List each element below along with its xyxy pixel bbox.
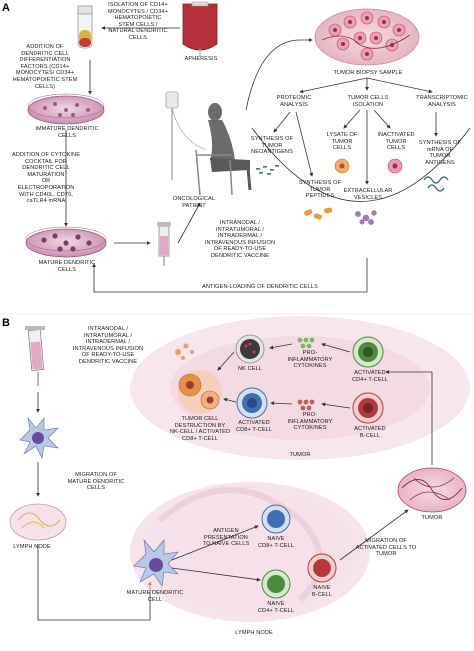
arrow-to-proteomic (299, 77, 368, 94)
migration-activated-label: MIGRATION OF ACTIVATED CELLS TO TUMOR (355, 538, 417, 558)
naive-b-label: NAIVE B-CELL (311, 585, 333, 598)
antigen-presentation-label: ANTIGEN PRESENTATION TO NAIVE CELLS (202, 528, 250, 548)
vesicles-icon (355, 210, 377, 225)
mature-dc-bottom-icon (133, 538, 179, 587)
arrow-antigen-loading (92, 258, 368, 293)
synth-peptides-label: SYNTHESIS OF TUMOR PEPTIDES (298, 180, 342, 200)
arrow-to-peptides (295, 111, 314, 177)
arrow-patient-to-biopsy (245, 38, 313, 111)
vesicles-label: EXTRACELLULAR VESICLES (343, 188, 393, 201)
infusion-a-label: INTRANODAL / INTRATUMORAL / INTRADERMAL … (204, 220, 276, 259)
lysate-icon (334, 158, 350, 174)
analysis-arc (251, 127, 471, 202)
cd4-activated-label: ACTIVATED CD4+ T-CELL (352, 370, 388, 383)
destruction-label: TUMOR CELL DESTRUCTION BY NK-CELL / ACTI… (169, 416, 231, 442)
petri-dish-immature-icon (27, 93, 105, 125)
arrow-syringe-to-patient (177, 202, 201, 244)
tumor-destruction-icon (175, 343, 222, 414)
mature-dc-b-label: MATURE DENDRITIC CELL (126, 590, 184, 603)
oncological-patient-label: ONCOLOGICAL PATIENT (172, 196, 216, 209)
arrow-cytokines-to-cd8 (270, 401, 293, 406)
addition-factors-label: ADDITION OF DENDRITIC CELL DIFFERENTIATI… (12, 44, 78, 90)
inactivated-cell-icon (387, 158, 403, 174)
lymph-node-left-label: LYMPH NODE (13, 544, 51, 550)
b-activated-label: ACTIVATED B-CELL (354, 426, 386, 439)
tumor-center-label: TUMOR (289, 452, 311, 458)
dendritic-cell-icon (19, 416, 59, 459)
cd8-activated-label: ACTIVATED CD8+ T-CELL (236, 420, 272, 433)
arrow-migration-to-tumor (339, 509, 409, 561)
naive-cd8-icon (261, 504, 291, 534)
test-tube-icon (77, 5, 93, 49)
arrow-nk-to-tumor (217, 351, 235, 371)
cytokine-cocktail-label: ADDITION OF CYTOKINE COCKTAIL FOR DENDRI… (11, 152, 81, 205)
tumor-isolation-label: TUMOR CELLS ISOLATION (347, 95, 389, 108)
syringe-icon (157, 222, 171, 266)
arrow-cytokines-to-nk (269, 343, 293, 350)
infusion-b-label: INTRANODAL / INTRATUMORAL / INTRADERMAL … (72, 326, 144, 365)
patient-icon (165, 91, 252, 196)
apheresis-label: APHERESIS (184, 56, 218, 62)
mature-dc-label: MATURE DENDRITIC CELLS (38, 260, 96, 273)
cd8-activated-icon (236, 387, 268, 419)
tumor-right-label: TUMOR (421, 515, 443, 521)
synth-neoantigens-label: SYNTHESIS OF TUMOR NEOANTIGENS (250, 136, 294, 156)
panel-a-letter: A (2, 2, 10, 14)
arrow-to-lysate (343, 109, 361, 129)
cytokine-green-icon (297, 337, 315, 349)
pro-inflammatory-2-label: PRO- INFLAMMATORY CYTOKINES (287, 412, 333, 432)
arrow-to-inactivated (373, 109, 391, 129)
petri-dish-mature-icon (25, 226, 107, 258)
arrow-node-to-lymph (37, 544, 152, 621)
synth-mrna-label: SYNTHESIS OF mRNA OF TUMOR ANTIGENS (418, 140, 462, 166)
transcriptomic-label: TRANSCRIPTOMIC ANALYSIS (416, 95, 468, 108)
nk-cell-label: NK CELL (237, 366, 263, 372)
arrow-b-to-cytokines (321, 402, 351, 409)
neoantigen-icon (256, 165, 279, 175)
cd4-activated-icon (352, 336, 384, 368)
blood-bag-icon (182, 1, 218, 56)
pro-inflammatory-1-label: PRO- INFLAMMATORY CYTOKINES (287, 350, 333, 370)
arrow-dc-to-cd8 (171, 525, 259, 561)
nk-cell-icon (235, 334, 265, 364)
tumor-right-icon (397, 467, 467, 513)
naive-cd4-label: NAIVE CD4+ T-CELL (258, 601, 294, 614)
arrow-to-transcriptomic (366, 77, 433, 94)
peptide-icon (304, 207, 333, 220)
b-cell-activated-icon (352, 392, 384, 424)
inactivated-label: INACTIVATED TUMOR CELLS (377, 132, 415, 152)
naive-cd8-label: NAIVE CD8+ T-CELL (258, 536, 294, 549)
naive-b-icon (307, 553, 337, 583)
mrna-icon (423, 176, 449, 192)
isolation-label: ISOLATION OF CD14+ MONOCYTES / CD34+ HEM… (108, 2, 168, 41)
lymph-node-left-icon (9, 503, 67, 541)
panel-b-letter: B (2, 317, 10, 329)
cytokine-red-icon (297, 399, 315, 411)
tumor-biopsy-label: TUMOR BIOPSY SAMPLE (333, 70, 403, 76)
arrow-to-neoantigens (273, 111, 291, 133)
tumor-biopsy-icon (314, 8, 420, 66)
lymph-node-bottom-label: LYMPH NODE (235, 630, 273, 636)
arrow-dc-to-cd4 (171, 567, 261, 582)
migration-dc-label: MIGRATION OF MATURE DENDRITIC CELLS (67, 472, 125, 492)
naive-cd4-icon (261, 569, 291, 599)
arrow-cd8-to-tumor (223, 397, 237, 403)
syringe-b-icon (25, 326, 45, 386)
arrow-tumor-to-activated (385, 370, 433, 465)
antigen-loading-label: ANTIGEN-LOADING OF DENDRITIC CELLS (160, 284, 360, 291)
proteomic-label: PROTEOMIC ANALYSIS (276, 95, 312, 108)
immature-dc-label: IMMATURE DENDRITIC CELLS (35, 126, 99, 139)
arrow-cd4-to-cytokines (321, 342, 351, 353)
lysate-label: LYSATE OF TUMOR CELLS (326, 132, 358, 152)
